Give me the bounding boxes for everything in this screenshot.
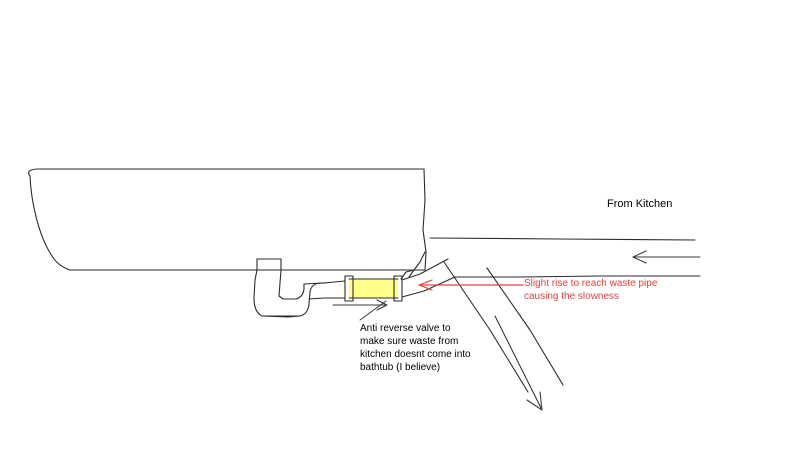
- bathtub-outline: [28, 168, 427, 271]
- kitchen-flow-arrow: [632, 250, 701, 264]
- trap-to-valve-pipe: [303, 282, 325, 300]
- valve-note-leader: [359, 300, 387, 321]
- drain-stub: [256, 258, 282, 271]
- rise-note-pointer: [418, 279, 524, 291]
- tub-outlet-connector: [400, 251, 426, 280]
- label-from-kitchen: From Kitchen: [607, 198, 673, 210]
- valve-body: [349, 279, 398, 298]
- label-slight-rise-note: Slight rise to reach waste pipe causing …: [524, 278, 658, 302]
- anti-reverse-valve: [323, 275, 403, 302]
- valve-to-junction-pipe: [401, 258, 456, 298]
- branch-flow-arrow: [494, 315, 543, 411]
- p-trap: [253, 269, 327, 318]
- label-anti-reverse-valve-note: Anti reverse valve to make sure waste fr…: [360, 323, 471, 373]
- valve-flow-arrow: [332, 299, 388, 311]
- horizontal-waste-pipe: [429, 237, 701, 278]
